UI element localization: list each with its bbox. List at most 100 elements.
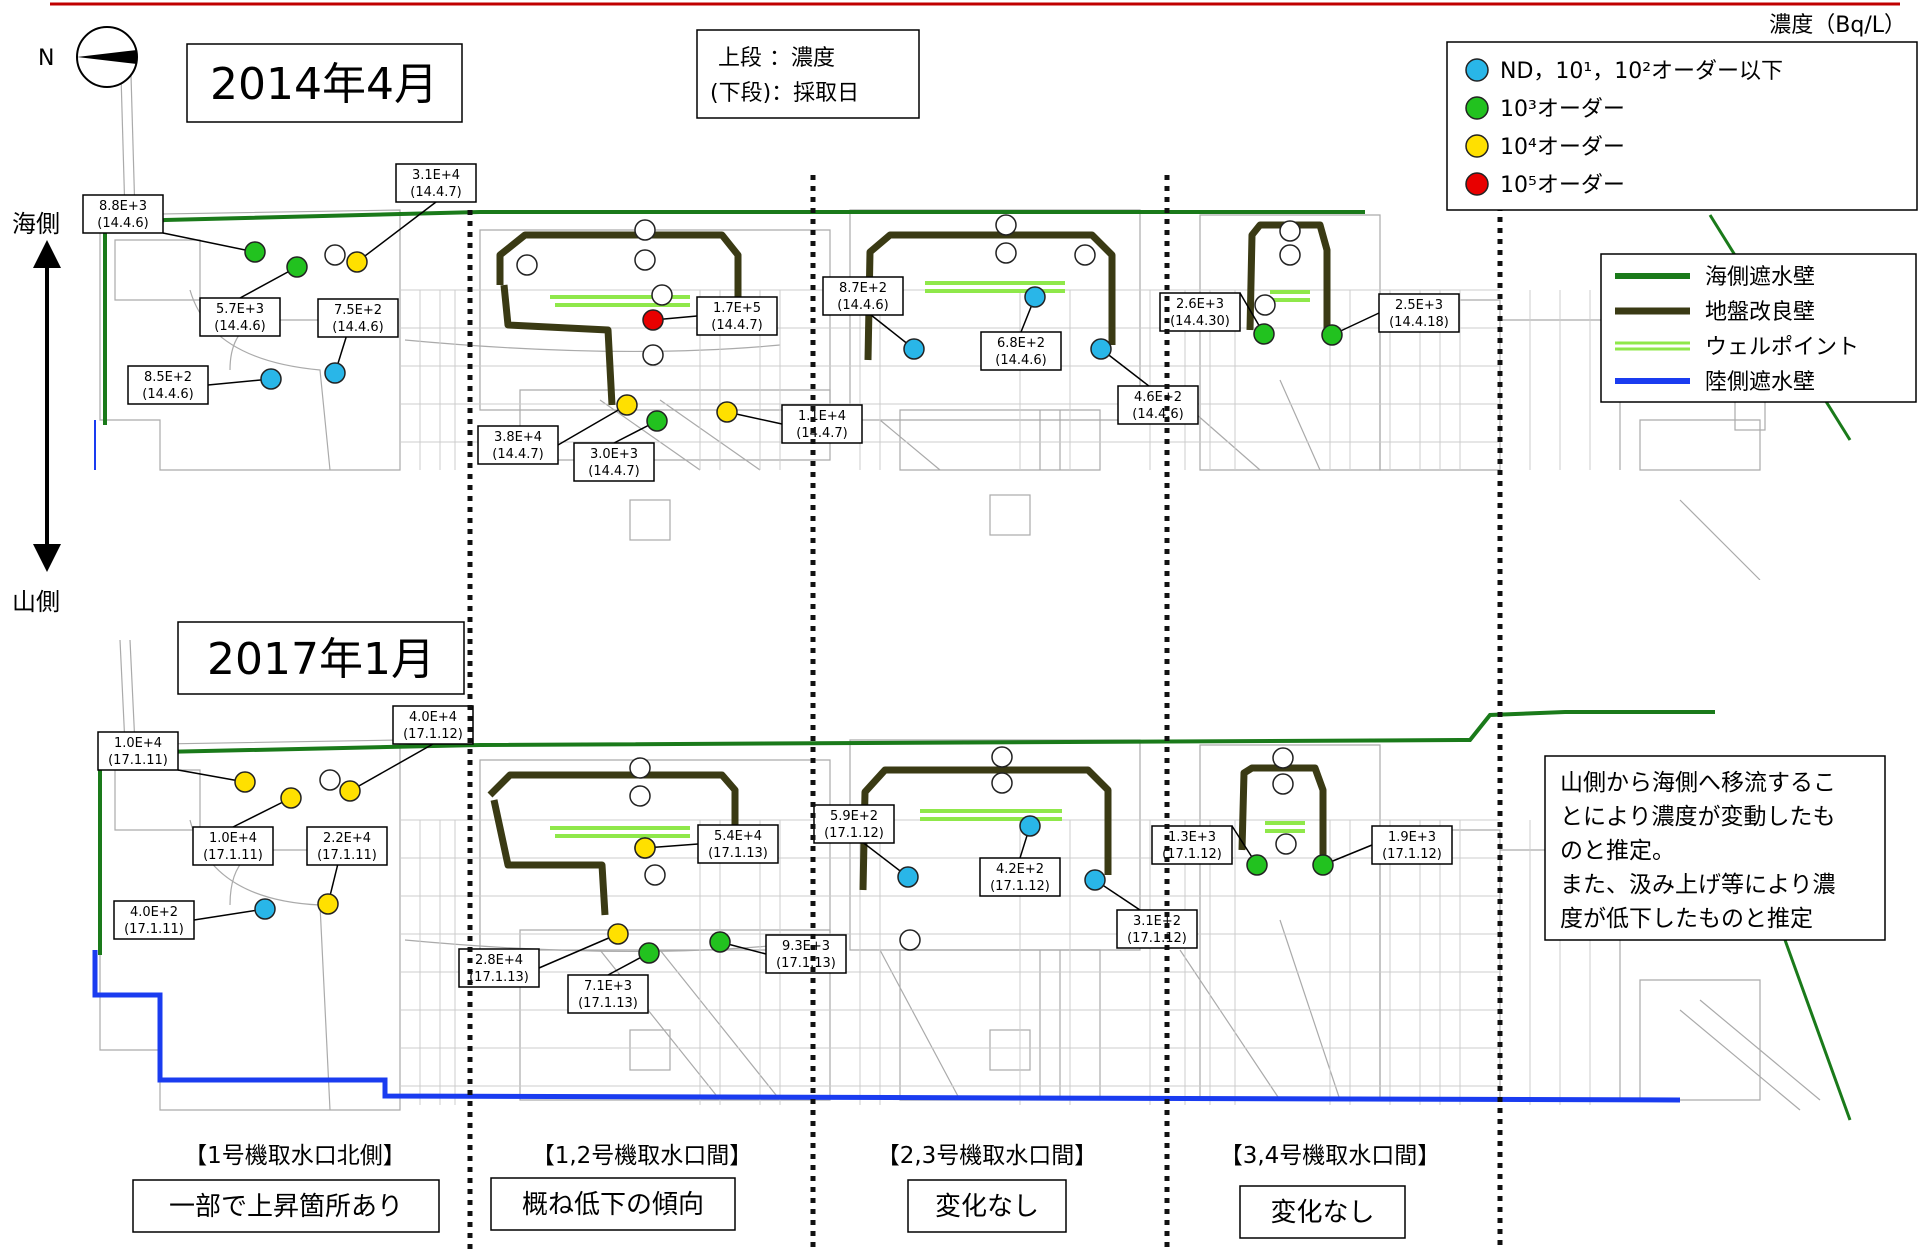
zone-name: 【2,3号機取水口間】 xyxy=(877,1143,1098,1169)
y2017-sample-7: 2.8E+4(17.1.13) xyxy=(458,923,629,988)
sample-date: (14.4.6) xyxy=(837,298,889,313)
y2017-sample-2: 1.0E+4(17.1.11) xyxy=(192,787,302,866)
sample-date: (14.4.7) xyxy=(410,185,462,200)
well-no-data xyxy=(1074,244,1096,266)
zone-status-box xyxy=(132,1179,440,1233)
sample-dot-yellow xyxy=(234,771,256,793)
sample-dot-yellow xyxy=(346,251,368,273)
note-line: のと推定。 xyxy=(1560,838,1675,864)
sample-dot-green xyxy=(244,241,266,263)
leader-line xyxy=(177,769,246,783)
zone-1: 【1号機取水口北側】一部で上昇箇所あり xyxy=(132,1143,440,1233)
sample-label-box xyxy=(113,900,195,940)
sample-dot-yellow xyxy=(634,837,656,859)
zone-3: 【2,3号機取水口間】変化なし xyxy=(877,1143,1098,1233)
zone-status-box xyxy=(907,1179,1067,1233)
well-no-data xyxy=(1275,833,1297,855)
sample-value: 1.0E+4 xyxy=(114,736,162,751)
sample-value: 8.5E+2 xyxy=(144,370,192,385)
sample-value: 5.9E+2 xyxy=(830,809,878,824)
y2014-sample-5: 8.5E+2(14.4.6) xyxy=(127,365,282,405)
legend-concentration-box xyxy=(1446,41,1918,211)
zone-dividers xyxy=(467,175,1503,1251)
sample-date: (14.4.30) xyxy=(1170,314,1230,329)
sample-label-box xyxy=(477,425,559,465)
sample-value: 2.6E+3 xyxy=(1176,297,1224,312)
sea-side-label: 海側 xyxy=(12,210,60,238)
y2017-sample-12: 3.1E+2(17.1.12) xyxy=(1084,869,1198,949)
sample-date: (17.1.12) xyxy=(990,879,1050,894)
well-no-data xyxy=(991,772,1013,794)
sample-label-box xyxy=(567,974,649,1014)
well-no-data xyxy=(319,769,341,791)
note-line: 度が低下したものと推定 xyxy=(1560,906,1813,932)
sample-dot-blue xyxy=(903,338,925,360)
y2017-sample-3: 4.0E+4(17.1.12) xyxy=(339,705,474,802)
sample-label-box xyxy=(97,731,179,771)
sample-dot-yellow xyxy=(607,923,629,945)
sample-date: (14.4.7) xyxy=(492,447,544,462)
sample-dot-green xyxy=(286,256,308,278)
sample-value: 8.8E+3 xyxy=(99,199,147,214)
sample-label-box xyxy=(192,826,274,866)
note-box xyxy=(1544,755,1886,941)
zone-name: 【3,4号機取水口間】 xyxy=(1220,1143,1441,1169)
y2014-sample-9: 1.1E+4(14.4.7) xyxy=(716,401,863,444)
sample-value: 3.0E+3 xyxy=(590,447,638,462)
sample-value: 6.8E+2 xyxy=(997,336,1045,351)
sample-dot-blue xyxy=(260,368,282,390)
sample-date: (14.4.6) xyxy=(97,216,149,231)
well-no-data xyxy=(1279,244,1301,266)
sample-dot-green xyxy=(638,942,660,964)
arrow-down-icon xyxy=(33,544,61,572)
sample-value: 2.5E+3 xyxy=(1395,298,1443,313)
well-no-data xyxy=(991,746,1013,768)
sample-label-box xyxy=(813,804,895,844)
sample-date: (17.1.13) xyxy=(578,996,638,1011)
well-no-data xyxy=(651,284,673,306)
sample-value: 4.0E+2 xyxy=(130,905,178,920)
legend-line-label: 海側遮水壁 xyxy=(1705,265,1815,290)
row-label-box xyxy=(696,29,920,119)
sample-label-box xyxy=(127,365,209,405)
zone-status-box xyxy=(490,1177,736,1231)
unit-label: 濃度（Bq/L） xyxy=(1769,13,1906,38)
well-no-data xyxy=(1279,220,1301,242)
sample-date: (14.4.7) xyxy=(796,426,848,441)
zone-status: 概ね低下の傾向 xyxy=(522,1190,704,1220)
sample-date: (14.4.6) xyxy=(1132,407,1184,422)
legend-dot-swatch xyxy=(1465,172,1489,196)
y2014-sample-14: 2.5E+3(14.4.18) xyxy=(1321,293,1460,346)
sample-dot-blue xyxy=(897,866,919,888)
sample-dot-blue xyxy=(1019,815,1041,837)
sample-value: 4.2E+2 xyxy=(996,862,1044,877)
sample-value: 4.6E+2 xyxy=(1134,390,1182,405)
y2014-sample-8: 3.0E+3 (14.4.7) xyxy=(573,410,668,482)
sample-label-box xyxy=(395,163,477,203)
plant-drawing-bottom xyxy=(99,639,1821,1111)
zone-status: 変化なし xyxy=(935,1192,1039,1222)
legend-dot-label: 10⁵オーダー xyxy=(1500,173,1625,198)
note: 山側から海側へ移流することにより濃度が変動したものと推定。また、汲み上げ等により… xyxy=(1544,755,1886,941)
zone-name: 【1号機取水口北側】 xyxy=(184,1143,406,1169)
zone-4: 【3,4号機取水口間】変化なし xyxy=(1220,1143,1441,1239)
wells-no-data-top xyxy=(324,214,1301,366)
y2014-sample-10: 8.7E+2(14.4.6) xyxy=(822,276,925,360)
row-label-line2: (下段)：採取日 xyxy=(710,81,859,106)
well-no-data xyxy=(634,219,656,241)
zone-labels: 【1号機取水口北側】一部で上昇箇所あり【1,2号機取水口間】概ね低下の傾向【2,… xyxy=(132,1143,1441,1239)
sample-label-box xyxy=(199,297,281,337)
y2017-sample-14: 1.9E+3(17.1.12) xyxy=(1312,825,1453,876)
sample-dot-blue xyxy=(1090,338,1112,360)
legend-line-label: ウェルポイント xyxy=(1705,335,1859,360)
well-no-data xyxy=(1272,773,1294,795)
leader-line xyxy=(232,797,292,828)
y2017-sample-6: 5.4E+4(17.1.13) xyxy=(634,824,779,864)
sample-date: (14.4.7) xyxy=(588,464,640,479)
sea-mountain-axis: 海側 山側 xyxy=(12,210,61,616)
sample-label-box xyxy=(1371,825,1453,865)
sample-date: (17.1.11) xyxy=(108,753,168,768)
sample-label-box xyxy=(980,331,1062,371)
